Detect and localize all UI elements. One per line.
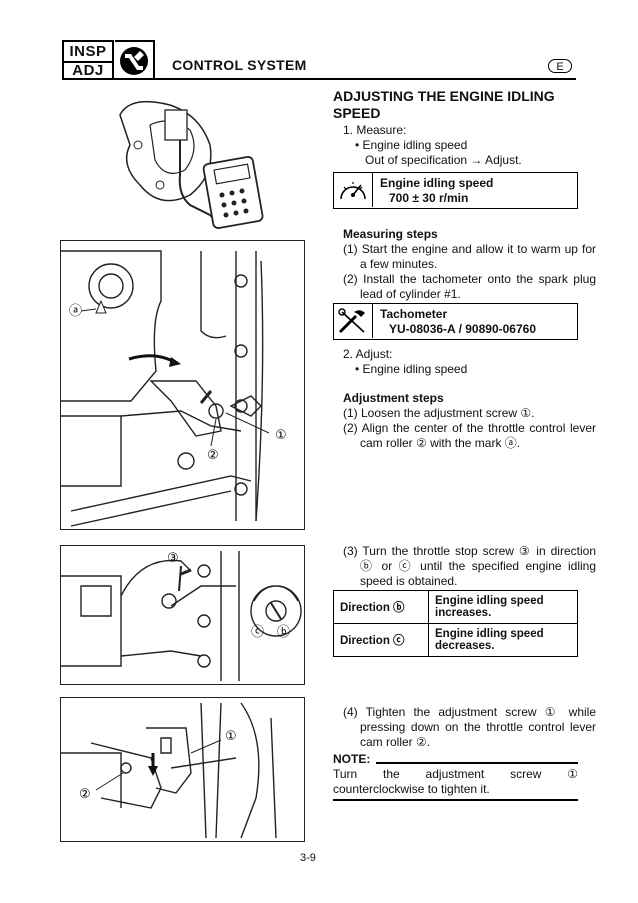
adjust-step-2: (2) Align the center of the throttle con… xyxy=(343,421,596,450)
direction-row-b: Direction ⓑ Engine idling speed increase… xyxy=(333,590,578,624)
tool-value: YU-08036-A / 90890-06760 xyxy=(389,322,536,336)
figure-label-2: ② xyxy=(79,787,91,802)
figure-label-1: ① xyxy=(275,428,287,443)
step-1-bullet: • Engine idling speed xyxy=(355,138,468,152)
step-2: 2. Adjust: xyxy=(343,347,393,361)
figure-label-1: ① xyxy=(225,729,237,744)
note-bottom-rule xyxy=(333,799,578,801)
measuring-step-1: (1) Start the engine and allow it to war… xyxy=(343,242,596,271)
figure-label-b: ⓑ xyxy=(277,625,290,640)
section-header-title: CONTROL SYSTEM xyxy=(172,57,307,73)
figure-throttle-stop-screw: ③ ⓒ ⓑ xyxy=(60,545,305,685)
figure-label-3: ③ xyxy=(167,551,179,566)
language-badge: E xyxy=(548,59,572,73)
spec-box: Engine idling speed 700 ± 30 r/min xyxy=(333,172,578,209)
measuring-heading: Measuring steps xyxy=(343,227,438,241)
direction-b-value: Engine idling speed increases. xyxy=(428,590,578,624)
spec-value: 700 ± 30 r/min xyxy=(389,191,469,205)
figure-tachometer xyxy=(60,85,305,235)
figure-label-a: ⓐ xyxy=(69,304,82,319)
badge-line-adj: ADJ xyxy=(72,62,104,79)
tool-icon xyxy=(334,304,373,338)
figure-throttle-linkage: ⓐ ① ② xyxy=(60,240,305,530)
adjust-heading: Adjustment steps xyxy=(343,391,444,405)
wrench-icon xyxy=(115,40,155,80)
direction-c-value: Engine idling speed decreases. xyxy=(428,623,578,657)
tool-label: Tachometer xyxy=(380,307,448,321)
gauge-icon xyxy=(334,173,373,207)
step-1-sub: Out of specification → Adjust. xyxy=(365,153,522,167)
section-title: ADJUSTING THE ENGINE IDLING SPEED xyxy=(333,88,555,121)
step-1: 1. Measure: xyxy=(343,123,407,137)
direction-table: Direction ⓑ Engine idling speed increase… xyxy=(333,590,578,657)
adjust-step-4: (4) Tighten the adjustment screw ① while… xyxy=(343,705,596,749)
direction-b-label: Direction ⓑ xyxy=(333,590,429,624)
note-label: NOTE: xyxy=(333,752,371,766)
insp-adj-badge: INSP ADJ xyxy=(62,40,114,80)
badge-line-insp: INSP xyxy=(64,42,112,63)
measuring-step-2: (2) Install the tachometer onto the spar… xyxy=(343,272,596,301)
header-rule xyxy=(62,78,576,80)
figure-label-2: ② xyxy=(207,448,219,463)
direction-row-c: Direction ⓒ Engine idling speed decrease… xyxy=(333,623,578,657)
spec-label: Engine idling speed xyxy=(380,176,494,190)
adjust-step-1: (1) Loosen the adjustment screw ①. xyxy=(343,406,535,420)
tool-box: Tachometer YU-08036-A / 90890-06760 xyxy=(333,303,578,340)
figure-label-c: ⓒ xyxy=(251,625,264,640)
step-2-bullet: • Engine idling speed xyxy=(355,362,468,376)
note-text: Turn the adjustment screw ① counterclock… xyxy=(333,767,578,796)
adjust-step-3: (3) Turn the throttle stop screw ③ in di… xyxy=(343,544,596,588)
figure-tighten-screw: ① ② xyxy=(60,697,305,842)
page-number: 3-9 xyxy=(300,852,316,864)
note-top-rule xyxy=(376,762,578,764)
direction-c-label: Direction ⓒ xyxy=(333,623,429,657)
